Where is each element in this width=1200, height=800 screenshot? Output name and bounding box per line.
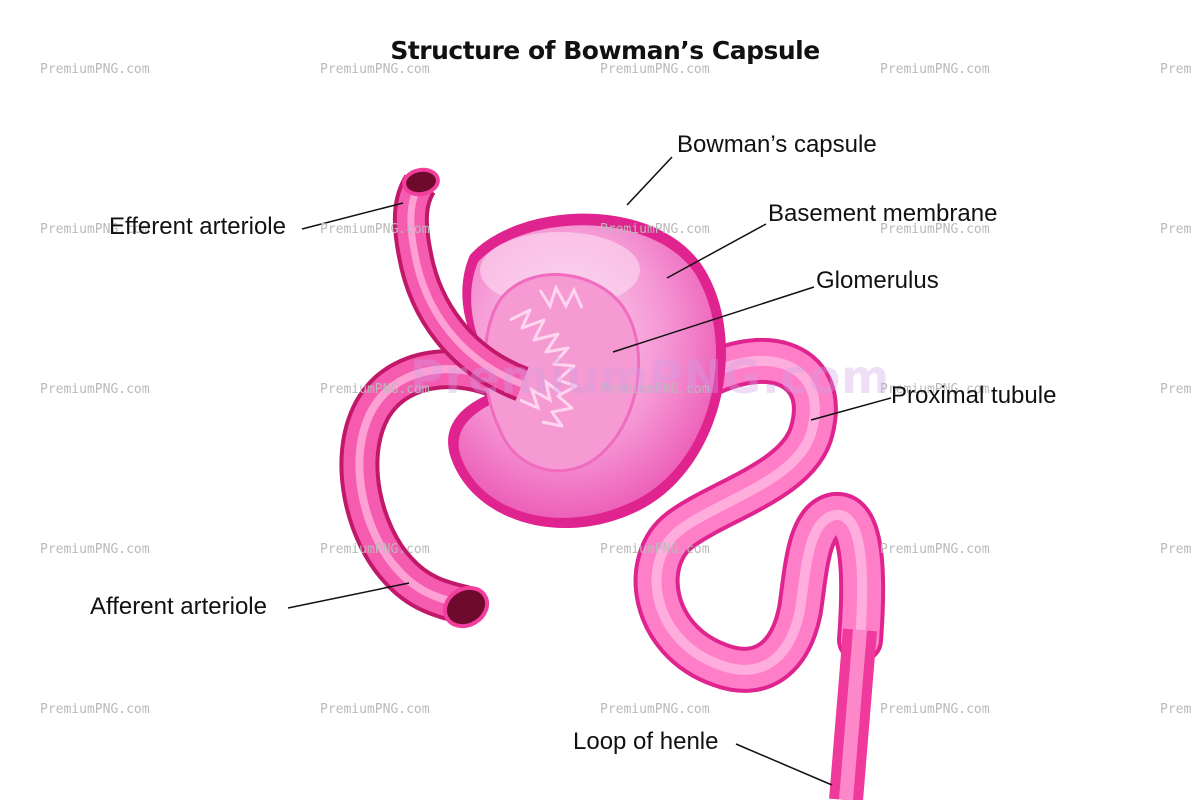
watermark-text: PremiumPNG.com [880,62,990,77]
leader-proximal-tubule [810,397,892,421]
leader-afferent-arteriole [287,582,410,609]
watermark-text: PremiumPNG.com [600,62,710,77]
label-efferent-arteriole: Efferent arteriole [109,213,286,240]
label-proximal-tubule: Proximal tubule [891,382,1057,409]
watermark-text: PremiumPNG.com [880,542,990,557]
watermark-text-partial: Prem [1160,62,1192,77]
watermark-text: PremiumPNG.com [880,702,990,717]
watermark-text-partial: Prem [1160,222,1192,237]
watermark-text: PremiumPNG.com [40,702,150,717]
label-glomerulus: Glomerulus [816,267,939,294]
label-afferent-arteriole: Afferent arteriole [90,593,267,620]
watermark-text: PremiumPNG.com [320,62,430,77]
watermark-center: PremiumPNG.com [410,350,891,404]
watermark-text-partial: Prem [1160,702,1192,717]
leader-glomerulus [612,286,815,353]
glomerulus [483,273,641,473]
leader-efferent-arteriole [301,202,404,230]
leader-basement-membrane [666,223,767,279]
proximal-tubule [633,338,886,693]
watermark-text: PremiumPNG.com [40,62,150,77]
watermark-text: PremiumPNG.com [880,222,990,237]
watermark-text: PremiumPNG.com [320,542,430,557]
afferent-arteriole [339,349,526,629]
watermark-text: PremiumPNG.com [320,702,430,717]
label-basement-membrane: Basement membrane [768,200,998,227]
diagram-title: Structure of Bowman’s Capsule [390,36,820,65]
watermark-text-partial: Prem [1160,382,1192,397]
leader-lines [287,156,892,786]
watermark-text: PremiumPNG.com [40,222,150,237]
watermark-text: PremiumPNG.com [320,222,430,237]
afferent-lumen [442,585,490,629]
efferent-arteriole [392,167,529,401]
label-loop-of-henle: Loop of henle [573,728,719,755]
watermark-text: PremiumPNG.com [320,382,430,397]
watermark-text: PremiumPNG.com [880,382,990,397]
leader-loop-of-henle [735,743,833,786]
watermark-text: PremiumPNG.com [600,702,710,717]
watermark-text: PremiumPNG.com [600,382,710,397]
label-bowmans-capsule: Bowman’s capsule [677,131,877,158]
watermark-text-partial: Prem [1160,542,1192,557]
watermark-text: PremiumPNG.com [40,542,150,557]
watermark-text: PremiumPNG.com [600,542,710,557]
efferent-lumen [402,167,440,197]
leader-bowmans-capsule [626,156,673,206]
loop-of-henle [829,628,877,800]
watermark-text: PremiumPNG.com [40,382,150,397]
watermark-text: PremiumPNG.com [600,222,710,237]
